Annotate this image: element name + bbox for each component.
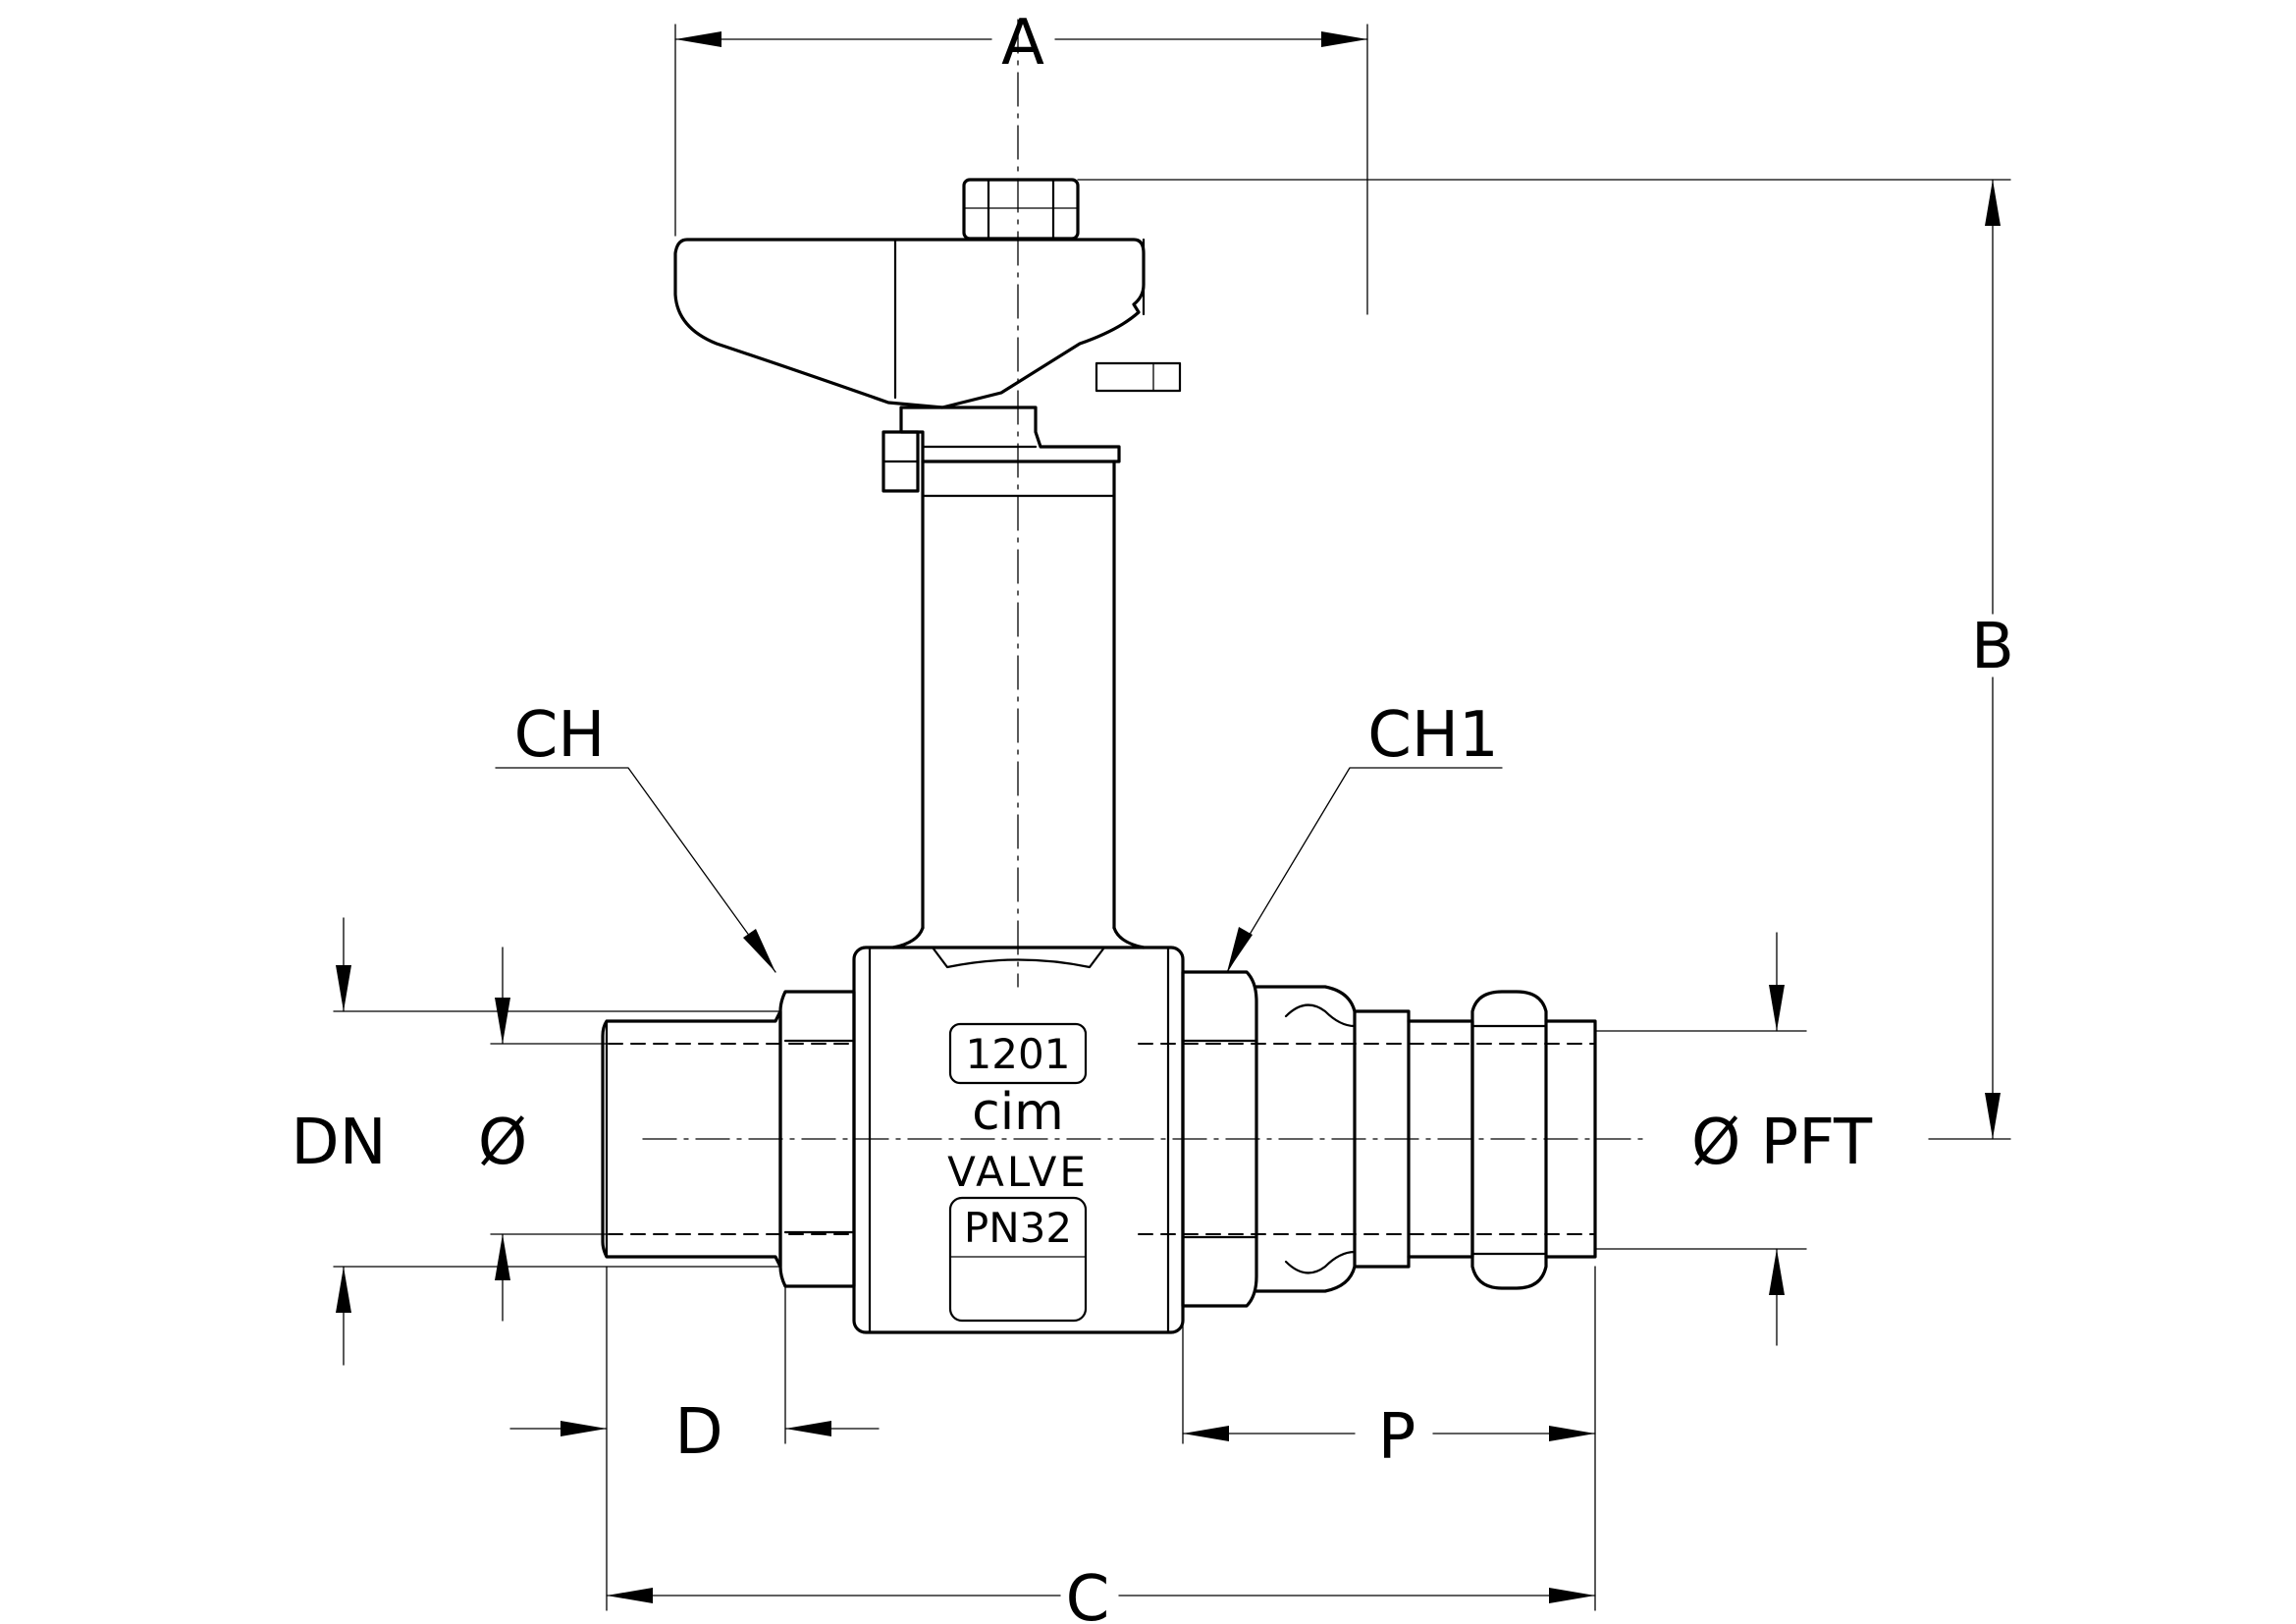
- t-handle: [673, 178, 1182, 493]
- marking-valve: VALVE: [947, 1148, 1089, 1196]
- dim-label-p: P: [1378, 1401, 1416, 1474]
- dimension-labels: A B C D P CH CH1 DN Ø Ø PFT: [291, 7, 2014, 1624]
- dim-label-ch: CH: [514, 699, 606, 772]
- marking-brand: cim: [972, 1083, 1064, 1142]
- dim-label-d: D: [674, 1396, 722, 1469]
- marking-code: 1201: [966, 1030, 1071, 1078]
- center-lines: [642, 19, 1650, 1140]
- dim-label-dia-pft: Ø PFT: [1691, 1107, 1873, 1179]
- press-fitting-end: [1138, 970, 1597, 1308]
- dim-label-ch1: CH1: [1367, 699, 1499, 772]
- dimension-lines: [333, 24, 2011, 1611]
- pressure-marking-box: [948, 1196, 1088, 1323]
- body-markings: 1201 cim VALVE PN32: [947, 1030, 1089, 1252]
- code-marking-box: [948, 1022, 1088, 1085]
- dim-label-dn: DN: [291, 1107, 386, 1179]
- dim-label-b: B: [1971, 611, 2014, 683]
- dim-label-a: A: [1001, 7, 1044, 80]
- marking-pressure: PN32: [964, 1204, 1072, 1252]
- dim-label-c: C: [1066, 1563, 1110, 1624]
- dim-label-dia-left: Ø: [478, 1107, 527, 1179]
